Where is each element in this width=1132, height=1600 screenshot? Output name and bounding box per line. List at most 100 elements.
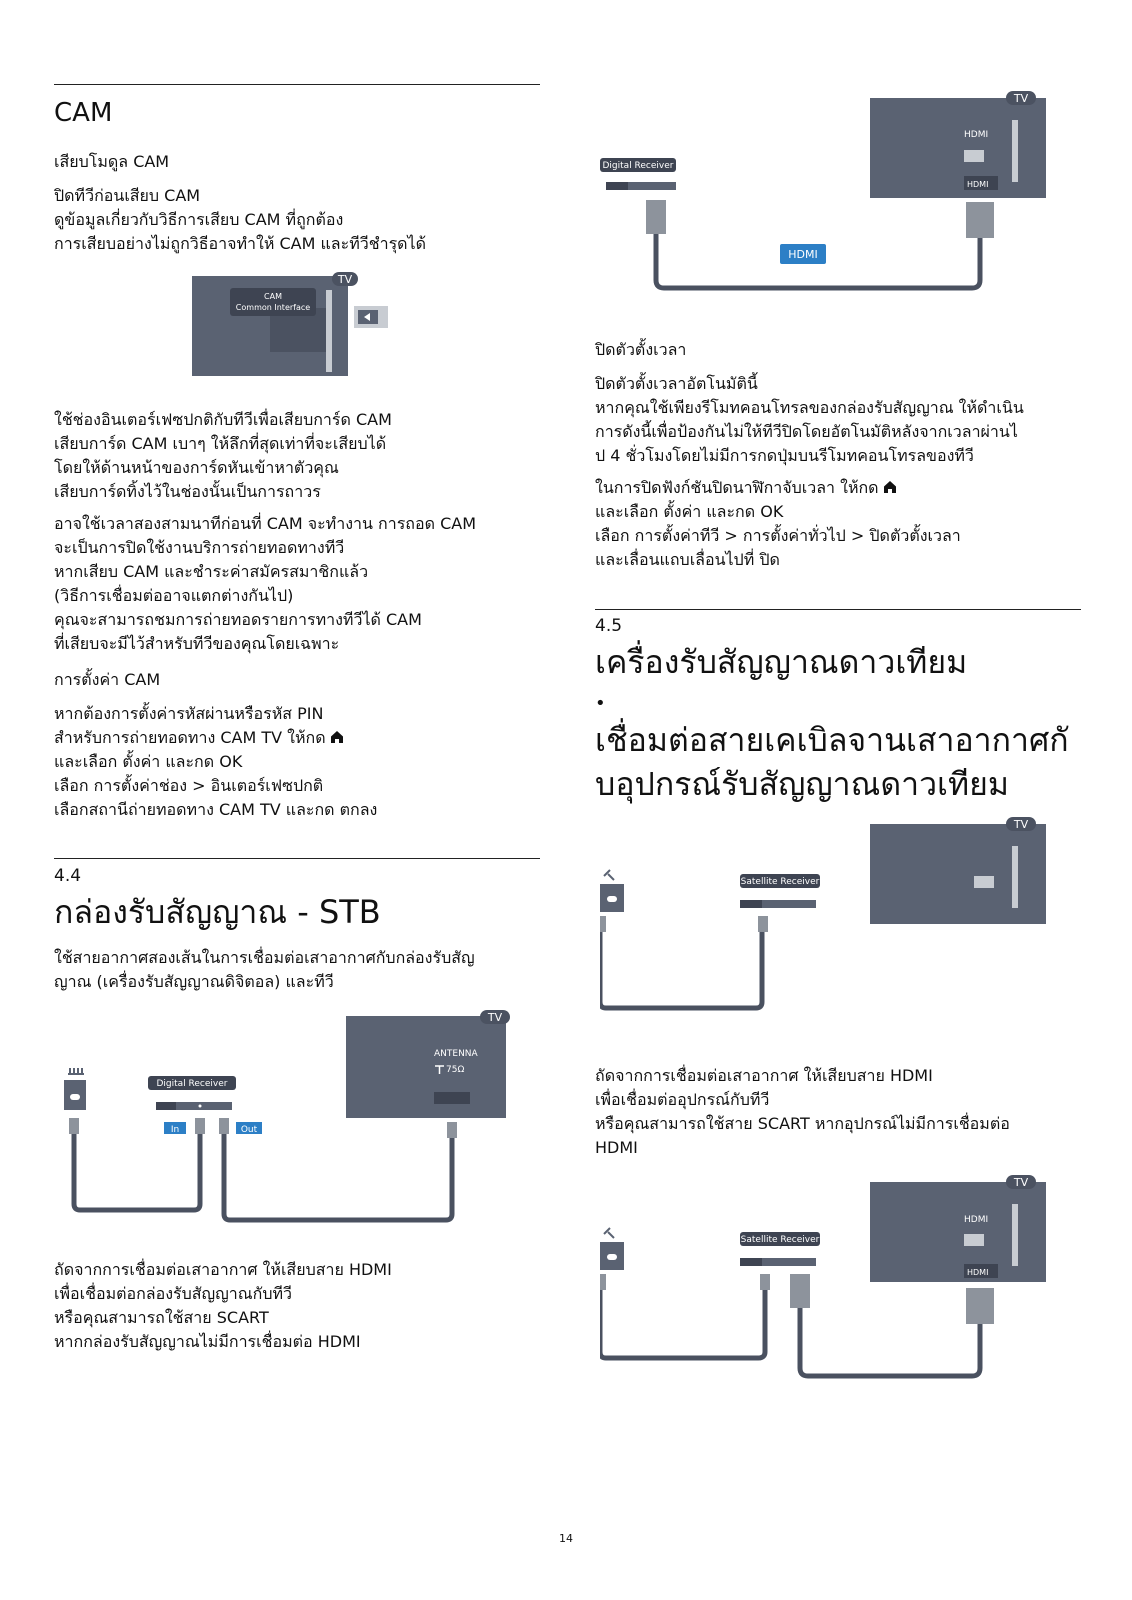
hdmi-cable <box>797 1308 983 1379</box>
stb-hdmi-illustration: TV HDMI HDMI Digital Receiver HDMI <box>600 91 1046 291</box>
cam-title: CAM <box>54 98 113 128</box>
text-line: จะเป็นการปิดใช้งานบริการถ่ายทอดทางทีวี <box>54 538 345 557</box>
antenna-port-label: ANTENNA <box>434 1049 479 1059</box>
page-number: 14 <box>559 1532 573 1545</box>
antenna-symbol-icon <box>435 1065 444 1074</box>
receiver-front <box>740 900 762 908</box>
cam-paragraph-1: ปิดทีวีก่อนเสียบ CAM ดูข้อมูลเกี่ยวกับวิ… <box>54 184 540 256</box>
text-line: หากกล่องรับสัญญาณไม่มีการเชื่อมต่อ HDMI <box>54 1332 361 1351</box>
text-line-with-icon: สำหรับการถ่ายทอดทาง CAM TV ให้กด <box>54 726 540 750</box>
tv-badge-text: TV <box>487 1011 503 1024</box>
text-line: เพื่อเชื่อมต่อกล่องรับสัญญาณกับทีวี <box>54 1284 293 1303</box>
text-line: เลือกสถานีถ่ายทอดทาง CAM TV และกด ตกลง <box>54 800 378 819</box>
text-line: HDMI <box>595 1138 638 1157</box>
tv-side-edge <box>1012 1204 1018 1266</box>
satellite-dish-icon <box>600 869 624 912</box>
cam-paragraph-4: หากต้องการตั้งค่ารหัสผ่านหรือรหัส PIN สำ… <box>54 702 540 822</box>
hdmi-port-1 <box>964 150 984 162</box>
text-line: สำหรับการถ่ายทอดทาง CAM TV ให้กด <box>54 728 326 747</box>
tv-body <box>346 1016 506 1118</box>
cam-subheading-settings: การตั้งค่า CAM <box>54 668 540 692</box>
hdmi-port-label-2: HDMI <box>967 180 988 189</box>
receiver-body <box>156 1102 232 1110</box>
text-line: ที่เสียบจะมีไว้สำหรับทีวีของคุณโดยเฉพาะ <box>54 634 340 653</box>
receiver-label: Satellite Receiver <box>741 877 820 887</box>
tv-badge-text: TV <box>1013 1176 1029 1189</box>
section-rule-satellite <box>595 609 1081 610</box>
receiver-body <box>606 182 676 190</box>
text-line: ญาณ (เครื่องรับสัญญาณดิจิตอล) และทีวี <box>54 972 334 991</box>
cam-subheading-settings-text: การตั้งค่า CAM <box>54 670 161 689</box>
sat-section-number: 4.5 <box>595 616 623 636</box>
cam-insert-illustration: TV CAM Common Interface <box>192 272 388 376</box>
hdmi-port-label-1: HDMI <box>964 130 988 140</box>
text-line: การดังนี้เพื่อป้องกันไม่ให้ทีวีปิดโดยอัต… <box>595 422 1018 441</box>
text-line: เสียบการ์ด CAM เบาๆ ให้ลึกที่สุดเท่าที่จ… <box>54 434 387 453</box>
receiver-label: Digital Receiver <box>157 1079 228 1089</box>
text-line: ถัดจากการเชื่อมต่อเสาอากาศ ให้เสียบสาย H… <box>54 1260 392 1279</box>
cam-label-line2: Common Interface <box>236 303 310 312</box>
receiver-front <box>606 182 628 190</box>
cam-subheading-insert: เสียบโมดูล CAM <box>54 150 540 174</box>
cam-subheading-insert-text: เสียบโมดูล CAM <box>54 152 170 171</box>
text-line: และเลือก ตั้งค่า และกด OK <box>595 502 784 521</box>
text-line: หากเสียบ CAM และชำระค่าสมัครสมาชิกแล้ว <box>54 562 369 581</box>
out-port-badge <box>236 1122 262 1134</box>
tv-side-edge <box>1012 846 1018 908</box>
sat-bullet: • <box>595 693 606 714</box>
section-rule-cam <box>54 84 540 85</box>
satellite-hdmi-illustration: TV HDMI HDMI Satellite Receiver <box>600 1175 1046 1379</box>
text-line: ใช้ช่องอินเตอร์เฟซปกติกับทีวีเพื่อเสียบก… <box>54 410 392 429</box>
antenna-port <box>434 1092 470 1104</box>
stb-connection-illustration: TV ANTENNA 75Ω Digital Receiver In Out <box>64 1010 510 1223</box>
hdmi-cable-badge <box>780 244 826 264</box>
receiver-body <box>740 1258 816 1266</box>
hdmi-port-1 <box>964 1234 984 1246</box>
text-line: ถัดจากการเชื่อมต่อเสาอากาศ ให้เสียบสาย H… <box>595 1066 933 1085</box>
text-line: อาจใช้เวลาสองสามนาทีก่อนที่ CAM จะทำงาน … <box>54 514 476 533</box>
cable-connectors <box>69 1118 457 1138</box>
text-line: ในการปิดฟังก์ชันปิดนาฬิกาจับเวลา ให้กด <box>595 478 879 497</box>
receiver-label: Satellite Receiver <box>741 1235 820 1245</box>
stb-title: กล่องรับสัญญาณ - STB <box>54 893 381 931</box>
receiver-label-box <box>740 1232 820 1246</box>
hdmi-port-label-1: HDMI <box>964 1215 988 1225</box>
sat-subtitle-line2: บอุปกรณ์รับสัญญาณดาวเทียม <box>595 765 1009 803</box>
hdmi-connectors <box>646 200 994 238</box>
text-line: หรือคุณสามารถใช้สาย SCART หากอุปกรณ์ไม่ม… <box>595 1114 1010 1133</box>
tv-badge <box>480 1010 510 1024</box>
section-rule-stb <box>54 858 540 859</box>
satellite-antenna-illustration: TV Satellite Receiver <box>600 817 1046 1011</box>
cable-connectors <box>600 916 768 932</box>
satellite-cable <box>600 1290 768 1361</box>
text-line: เพื่อเชื่อมต่ออุปกรณ์กับทีวี <box>595 1090 770 1109</box>
antenna-port-impedance: 75Ω <box>446 1065 464 1075</box>
hdmi-cable-label: HDMI <box>788 248 817 261</box>
text-line: ปิดทีวีก่อนเสียบ CAM <box>54 186 201 205</box>
tv-badge <box>332 272 358 286</box>
timer-paragraph-2: ในการปิดฟังก์ชันปิดนาฬิกาจับเวลา ให้กด แ… <box>595 476 1081 572</box>
text-line: ป 4 ชั่วโมงโดยไม่มีการกดปุ่มบนรีโมทคอนโท… <box>595 446 974 465</box>
text-line: การเสียบอย่างไม่ถูกวิธีอาจทำให้ CAM และท… <box>54 234 426 253</box>
stb-paragraph-1: ใช้สายอากาศสองเส้นในการเชื่อมต่อเสาอากาศ… <box>54 946 540 994</box>
cam-label-box <box>230 288 316 316</box>
text-line: ดูข้อมูลเกี่ยวกับวิธีการเสียบ CAM ที่ถูก… <box>54 210 344 229</box>
text-line: เลือก การตั้งค่าช่อง > อินเตอร์เฟซปกติ <box>54 776 324 795</box>
receiver-label: Digital Receiver <box>603 161 674 171</box>
tv-port <box>974 876 994 888</box>
text-line: หากต้องการตั้งค่ารหัสผ่านหรือรหัส PIN <box>54 704 324 723</box>
cam-paragraph-2: ใช้ช่องอินเตอร์เฟซปกติกับทีวีเพื่อเสียบก… <box>54 408 540 504</box>
tv-side-edge <box>1012 120 1018 182</box>
tv-badge-text: TV <box>337 273 353 286</box>
cam-slot <box>326 290 332 372</box>
home-icon <box>883 480 897 494</box>
cam-paragraph-3: อาจใช้เวลาสองสามนาทีก่อนที่ CAM จะทำงาน … <box>54 512 540 656</box>
receiver-label-box <box>740 874 820 888</box>
text-line: หรือคุณสามารถใช้สาย SCART <box>54 1308 269 1327</box>
tv-body <box>870 1182 1046 1282</box>
text-line: คุณจะสามารถชมการถ่ายทอดรายการทางทีวีได้ … <box>54 610 422 629</box>
hdmi-port-2-box <box>964 176 998 190</box>
text-line: เลือก การตั้งค่าทีวี > การตั้งค่าทั่วไป … <box>595 526 961 545</box>
text-line: เสียบการ์ดทิ้งไว้ในช่องนั้นเป็นการถาวร <box>54 482 321 501</box>
timer-paragraph-1: ปิดตัวตั้งเวลาอัตโนมัตินี้ หากคุณใช้เพีย… <box>595 372 1081 468</box>
